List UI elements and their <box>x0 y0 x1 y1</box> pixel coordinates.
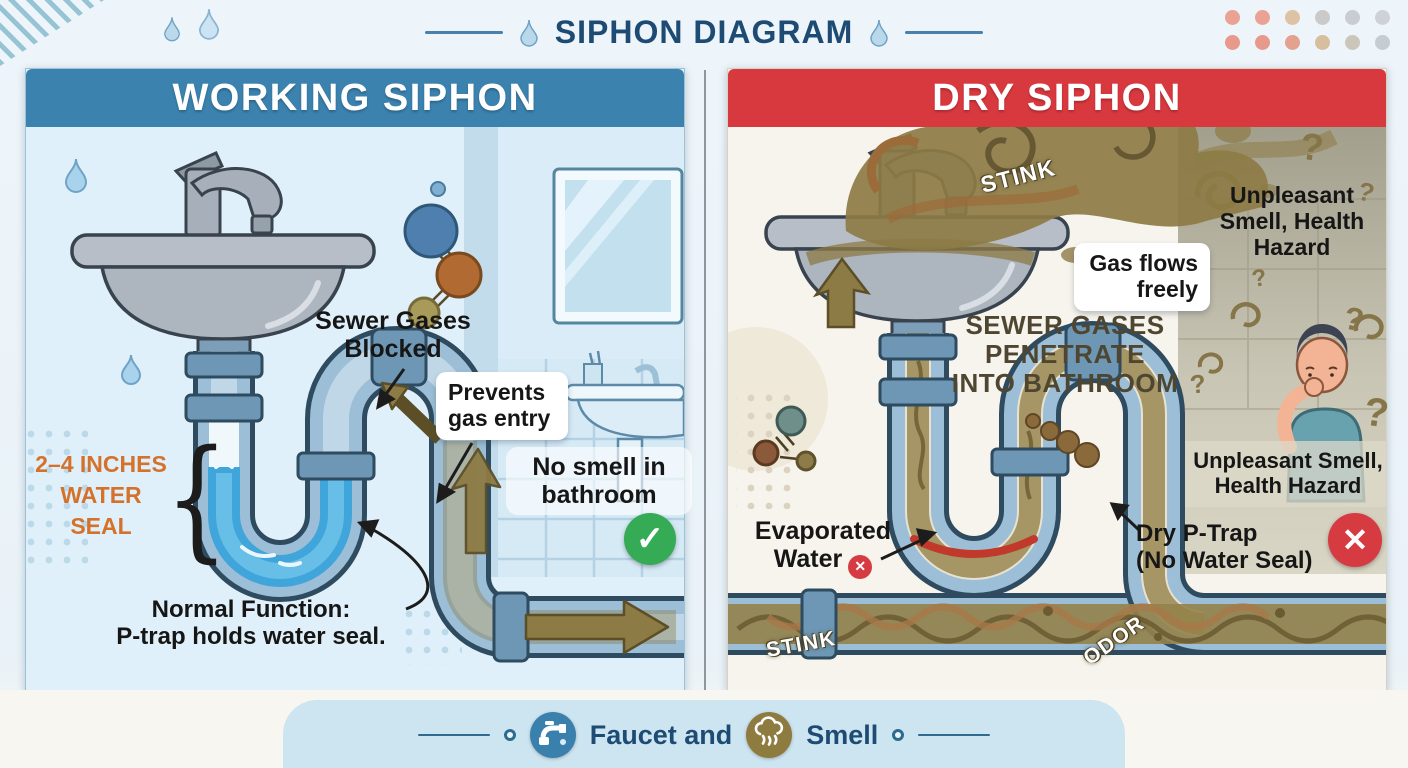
droplet-icon <box>520 19 538 47</box>
cross-icon-small: ✕ <box>848 554 873 579</box>
sewer-gases-penetrate-label: SEWER GASES PENETRATE INTO BATHROOM <box>951 310 1179 399</box>
smell-icon <box>746 712 793 758</box>
sewer-gases-blocked-label: Sewer Gases Blocked <box>315 307 471 363</box>
pipe-couplings <box>184 327 530 663</box>
dry-siphon-title: DRY SIPHON <box>728 69 1386 127</box>
footer-dot-left <box>503 729 516 741</box>
gas-through-trap <box>907 333 1205 635</box>
gas-cloud <box>845 91 1338 263</box>
water-seal-label: 2–4 INCHES WATER SEAL <box>35 451 167 540</box>
evaporated-water-label: Evaporated Water✕ <box>738 517 908 579</box>
panel-divider <box>704 70 706 690</box>
dots-texture <box>26 421 88 573</box>
prevents-gas-entry-callout: Prevents gas entry <box>436 372 568 440</box>
faucet-icon <box>529 712 576 758</box>
residue-line <box>910 535 1038 558</box>
molecule-icon <box>403 181 483 330</box>
molecule-icon <box>752 405 817 472</box>
working-siphon-title: WORKING SIPHON <box>26 69 684 127</box>
cross-icon-large: ✕ <box>1328 513 1382 567</box>
droplet-icon <box>64 158 88 193</box>
annotation-arrows <box>880 502 1142 561</box>
droplet-icon <box>164 17 180 42</box>
dry-ptrap-label: Dry P-Trap (No Water Seal) <box>1136 520 1313 574</box>
gas-arrows <box>380 381 670 655</box>
gas-flows-freely-callout: Gas flows freely <box>1074 243 1210 311</box>
check-icon: ✓ <box>624 513 676 565</box>
title-rule-right <box>905 31 984 34</box>
bead-chain-decoration <box>1025 413 1100 468</box>
dots-decoration <box>1225 10 1390 50</box>
footer-rule-left <box>417 733 490 737</box>
pipes <box>728 321 1386 655</box>
droplet-icon <box>120 354 142 385</box>
annotation-arrows <box>356 368 474 611</box>
normal-function-label: Normal Function: P-trap holds water seal… <box>116 596 386 650</box>
hazard-label-bottom: Unpleasant Smell, Health Hazard <box>1193 448 1383 498</box>
question-mark-decoration: ? <box>1188 368 1208 400</box>
header: SIPHON DIAGRAM <box>0 0 1408 68</box>
no-smell-label: No smell in bathroom <box>506 447 692 515</box>
title-rule-left <box>424 31 503 34</box>
footer-legend: Faucet and Smell <box>0 712 1408 758</box>
dry-siphon-illustration <box>728 91 1386 660</box>
pipe-couplings <box>800 322 1122 660</box>
droplet-icon <box>198 9 220 40</box>
hazard-label-top: Unpleasant Smell, Health Hazard <box>1219 182 1365 260</box>
question-mark-decoration: ? <box>1361 389 1392 437</box>
droplet-icon <box>870 19 888 47</box>
sink <box>70 151 376 357</box>
working-siphon-panel: WORKING SIPHON <box>25 68 692 692</box>
footer-rule-right <box>918 733 991 737</box>
footer-dot-right <box>892 729 905 741</box>
faucet-label: Faucet and <box>589 719 733 750</box>
brace-glyph: { <box>165 421 229 576</box>
smell-label: Smell <box>806 719 879 750</box>
hazard-inset <box>1178 127 1386 574</box>
page-title: SIPHON DIAGRAM <box>554 14 854 50</box>
dry-siphon-panel: DRY SIPHON <box>727 68 1391 692</box>
